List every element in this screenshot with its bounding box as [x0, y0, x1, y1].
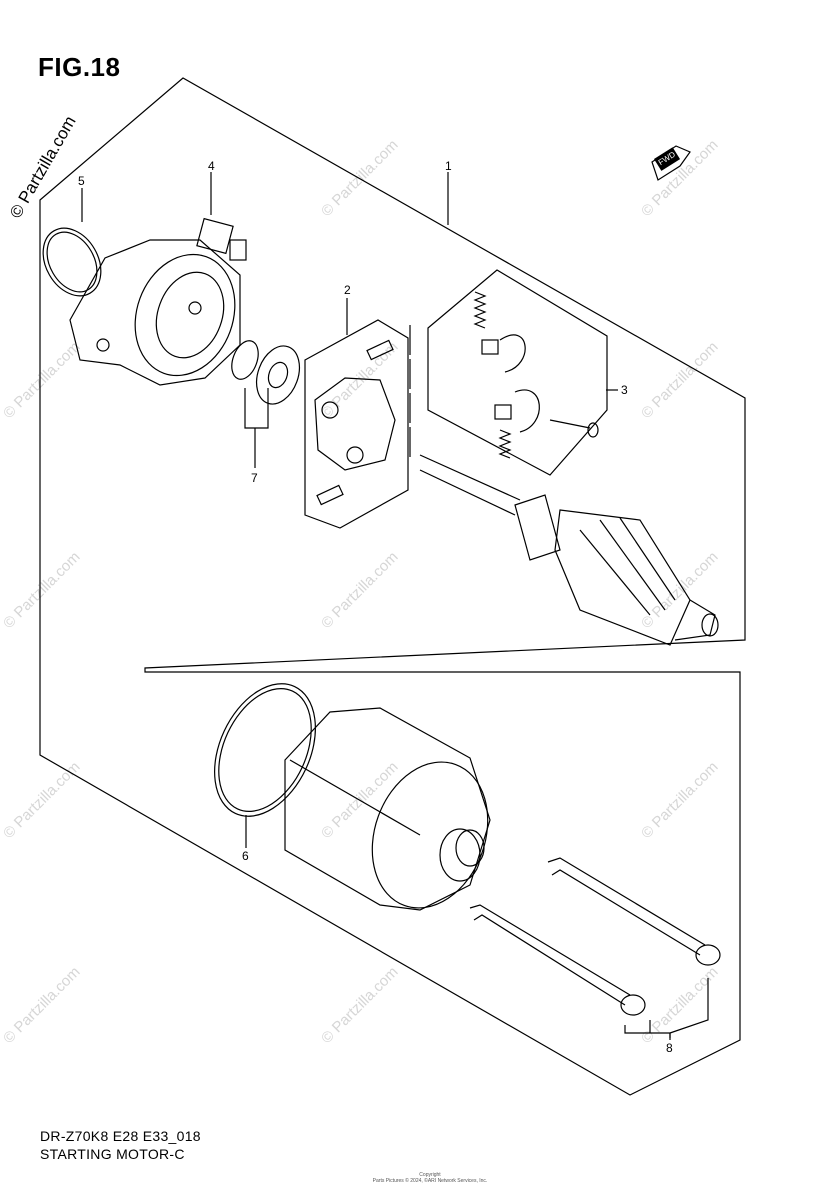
o-ring-5 [42, 227, 102, 297]
callout-1: 1 [445, 159, 452, 173]
armature [419, 454, 719, 646]
brush-set-box [427, 269, 608, 476]
brush-holder-box [304, 319, 409, 529]
figure-title: FIG.18 [38, 52, 121, 82]
motor-case [284, 707, 491, 911]
callout-6: 6 [242, 849, 249, 863]
through-bolts-8 [469, 857, 721, 1016]
diagram-name: STARTING MOTOR-C [40, 1146, 185, 1162]
callout-3: 3 [621, 383, 628, 397]
assembly-outline [39, 77, 746, 1096]
copyright-line-1: Copyright [419, 1172, 441, 1178]
diagram-code: DR-Z70K8 E28 E33_018 [40, 1128, 201, 1144]
callout-8: 8 [666, 1041, 673, 1055]
copyright-line-2: Parts Pictures © 2024, ©ARI Network Serv… [372, 1178, 488, 1184]
washer-7a [231, 340, 259, 380]
callout-2: 2 [344, 283, 351, 297]
callout-5: 5 [78, 174, 85, 188]
brush-holder-2 [314, 339, 396, 506]
end-housing-4 [69, 217, 247, 386]
copyright-notice: Copyright Parts Pictures © 2024, ©ARI Ne… [360, 1172, 500, 1184]
brush-set-3 [473, 291, 599, 459]
callout-4: 4 [208, 159, 215, 173]
callout-7: 7 [251, 471, 258, 485]
washer-7b [255, 345, 301, 405]
